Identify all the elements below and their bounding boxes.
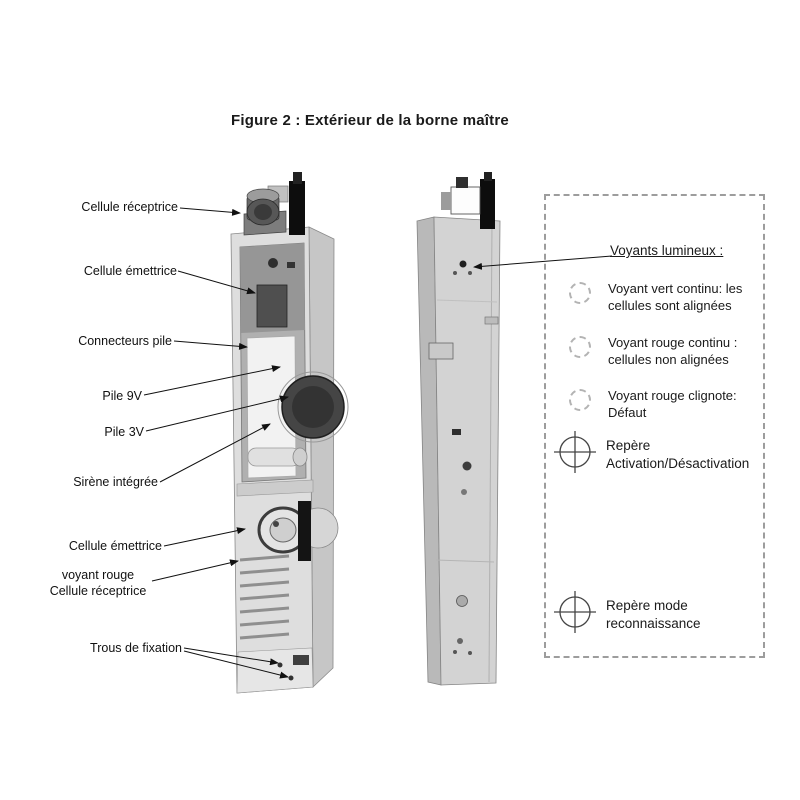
led-red-steady-icon — [569, 336, 591, 358]
part-label-cellule-receptrice-top: Cellule réceptrice — [81, 200, 178, 214]
master-unit-side-view — [416, 172, 501, 686]
figure-title: Figure 2 : Extérieur de la borne maître — [231, 112, 509, 129]
part-label-trous-de-fixation: Trous de fixation — [90, 641, 182, 655]
siren-shape — [277, 371, 349, 443]
receptor-cell-shape — [243, 188, 287, 236]
top-bracket-shape — [289, 181, 305, 235]
fixation-hole-shape — [277, 662, 283, 668]
leader-lines — [143, 207, 613, 679]
emitter-cell-shape — [256, 284, 288, 328]
lower-bracket-shape — [298, 501, 311, 561]
legend-heading: Voyants lumineux : — [610, 243, 724, 258]
part-label-sirene-integree: Sirène intégrée — [73, 475, 158, 489]
led-red-blink-icon — [569, 389, 591, 411]
legend-item-red-steady: Voyant rouge continu : cellules non alig… — [608, 335, 738, 368]
marker-label-reconnaissance: Repère mode reconnaissance — [606, 598, 701, 631]
legend-item-green: Voyant vert continu: les cellules sont a… — [608, 281, 743, 314]
part-label-cellule-emettrice-top: Cellule émettrice — [83, 264, 177, 278]
part-label-connecteurs-pile: Connecteurs pile — [78, 334, 172, 348]
louvers-shape — [239, 554, 290, 640]
part-label-pile-3v: Pile 3V — [104, 425, 144, 439]
master-unit-open-view — [230, 172, 349, 694]
crosshair-activation-icon — [554, 431, 596, 473]
crosshair-reconnaissance-icon — [554, 591, 596, 633]
status-led-shape — [459, 260, 467, 268]
marker-label-activation: Repère Activation/Désactivation — [606, 438, 750, 471]
lower-cell-shape — [257, 506, 309, 554]
led-green-icon — [569, 282, 591, 304]
part-label-cellule-emettrice-bottom: Cellule émettrice — [68, 539, 162, 553]
legend-panel — [544, 194, 765, 658]
part-label-pile-9v: Pile 9V — [102, 389, 142, 403]
part-label-voyant-rouge-cellule-receptrice: voyant rouge Cellule réceptrice — [49, 568, 147, 599]
fixation-hole-shape — [288, 675, 294, 681]
legend-item-red-blink: Voyant rouge clignote: Défaut — [608, 388, 737, 421]
